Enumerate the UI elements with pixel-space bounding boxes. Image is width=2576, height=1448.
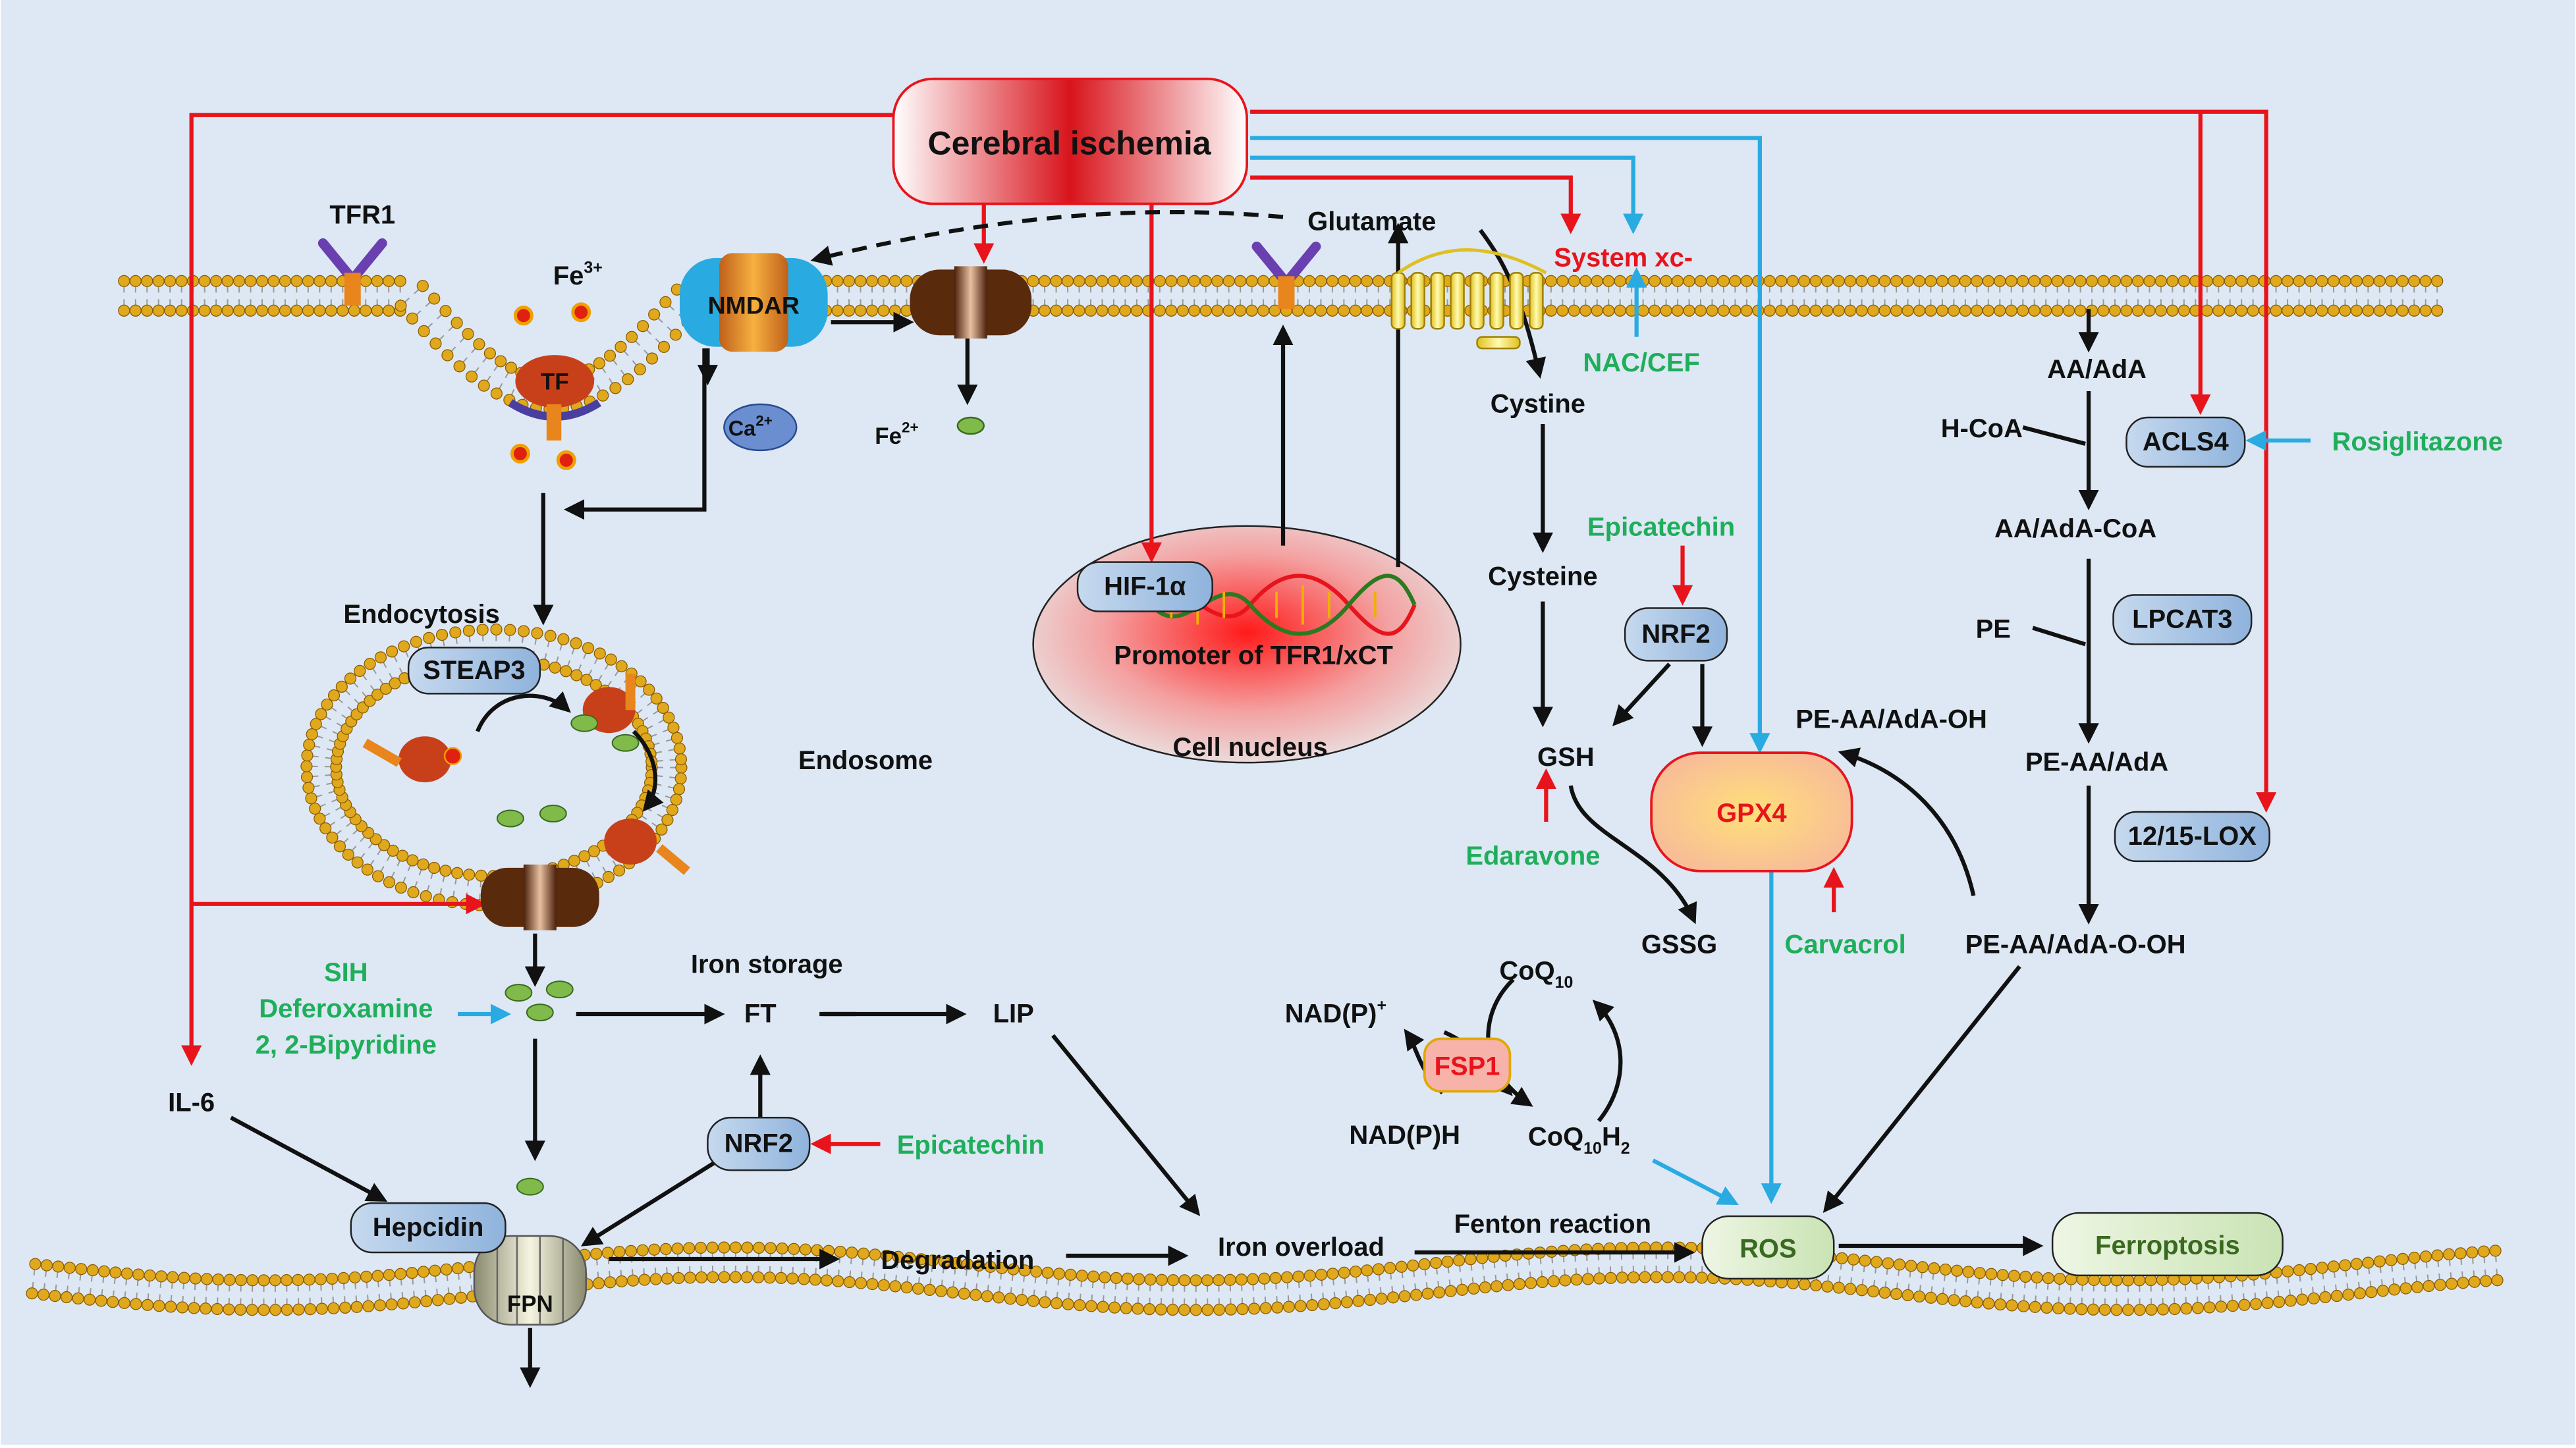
fenton-label: Fenton reaction (1454, 1210, 1651, 1239)
cysteine-label: Cysteine (1488, 562, 1597, 591)
bipyridine-label: 2, 2-Bipyridine (256, 1031, 437, 1059)
gpx4-label: GPX4 (1716, 799, 1787, 828)
nadph-label: NAD(P)H (1349, 1121, 1460, 1150)
sih-label: SIH (324, 958, 368, 987)
endocytosis-label: Endocytosis (343, 600, 499, 629)
system-xc-label: System xc- (1554, 243, 1693, 272)
tfr1-label: TFR1 (329, 200, 395, 229)
aa-ada-coa-label: AA/AdA-CoA (1994, 514, 2156, 543)
cell-nucleus-label: Cell nucleus (1173, 733, 1328, 762)
aa-ada-label: AA/AdA (2047, 355, 2147, 384)
deferoxamine-label: Deferoxamine (259, 994, 433, 1023)
epicatechin-top-label: Epicatechin (1587, 513, 1735, 542)
lip-label: LIP (993, 1000, 1034, 1029)
iron-channel-top-icon (910, 266, 1031, 338)
cerebral-ischemia-title: Cerebral ischemia (928, 125, 1212, 162)
steap3-label: STEAP3 (423, 656, 525, 685)
hepcidin-label: Hepcidin (373, 1213, 484, 1242)
gssg-label: GSSG (1641, 930, 1717, 959)
endosome-channel-icon (481, 865, 599, 930)
ros-label: ROS (1740, 1234, 1797, 1263)
hcoa-label: H-CoA (1941, 414, 2023, 443)
pe-label: PE (1976, 614, 2011, 643)
fe2-ion-icon (958, 417, 984, 434)
epicatechin-label: Epicatechin (897, 1131, 1045, 1160)
promoter-label: Promoter of TFR1/xCT (1114, 641, 1393, 670)
rosiglitazone-label: Rosiglitazone (2332, 427, 2504, 456)
iron-overload-label: Iron overload (1218, 1233, 1384, 1262)
edaravone-label: Edaravone (1466, 842, 1600, 871)
endosome-label: Endosome (798, 746, 933, 775)
lox-label: 12/15-LOX (2128, 822, 2257, 851)
hif-label: HIF-1α (1104, 572, 1186, 601)
nac-cef-label: NAC/CEF (1583, 348, 1699, 377)
iron-storage-label: Iron storage (691, 950, 843, 979)
acls4-label: ACLS4 (2143, 427, 2229, 456)
ferroptosis-label: Ferroptosis (2095, 1231, 2240, 1260)
fsp1-label: FSP1 (1435, 1052, 1500, 1081)
pe-aa-oh-label: PE-AA/AdA-OH (1795, 705, 1987, 734)
nrf2-bottom-label: NRF2 (725, 1129, 793, 1158)
degradation-label: Degradation (881, 1246, 1034, 1275)
gsh-label: GSH (1537, 743, 1595, 772)
fpn-label: FPN (507, 1291, 553, 1317)
pe-aa-ooh-label: PE-AA/AdA-O-OH (1965, 930, 2186, 959)
ft-label: FT (744, 1000, 777, 1029)
pe-aa-ada-label: PE-AA/AdA (2025, 748, 2168, 777)
glutamate-label: Glutamate (1307, 207, 1436, 236)
nmdar-label: NMDAR (708, 292, 800, 319)
cystine-label: Cystine (1491, 390, 1585, 419)
il6-label: IL-6 (168, 1088, 215, 1117)
tf-label: TF (541, 369, 569, 395)
lpcat3-label: LPCAT3 (2132, 604, 2232, 633)
carvacrol-label: Carvacrol (1785, 930, 1906, 959)
nadp-plus-label: NAD(P)+ (1285, 996, 1386, 1028)
nrf2-top-label: NRF2 (1641, 620, 1710, 649)
